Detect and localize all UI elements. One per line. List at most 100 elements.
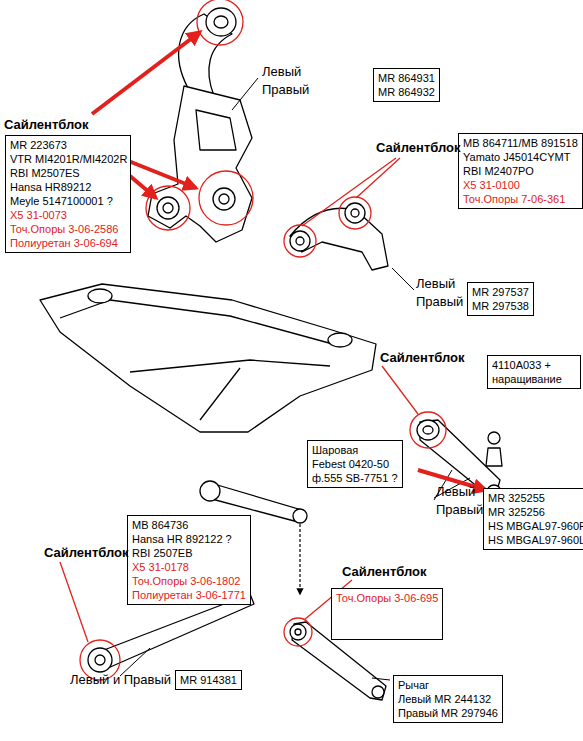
highlight-circle (284, 618, 312, 646)
part-number: ф.555 SB-7751 ? (312, 471, 398, 485)
bushing-core (95, 655, 105, 665)
side-label: Левый и Правый (70, 672, 171, 687)
part-number: Точ.Опоры 3-06-695 (336, 591, 438, 605)
part-number: MR 297538 (472, 299, 529, 313)
bushing (88, 648, 112, 672)
part-name: Сайлентблок (44, 545, 129, 560)
part-number-box: MR 223673VTR MI4201R/MI4202RRBI M2507ESH… (5, 135, 131, 253)
bushing (157, 197, 179, 219)
side-label: Правый (436, 502, 483, 517)
callout-arrow (130, 176, 156, 198)
part-number-box: 4110A033 + наращивание (487, 355, 581, 389)
part-number: MR 864931 (378, 71, 435, 85)
side-label: Правый (262, 82, 309, 97)
bushing-core (351, 209, 359, 217)
part-number: X5 31-0100 (463, 178, 578, 192)
leader-line (356, 158, 400, 198)
leader-line (372, 678, 390, 680)
bushing (200, 481, 220, 501)
part-number: HS MBGAL97-960R (488, 519, 583, 533)
mount (328, 333, 352, 347)
leader-line (232, 78, 258, 110)
upper-arm (179, 14, 232, 96)
bushing (345, 203, 365, 223)
bushing (417, 420, 439, 440)
part-number-box: MR 325255MR 325256HS MBGAL97-960RHS MBGA… (483, 488, 583, 550)
bushing-core (214, 16, 228, 28)
callout-arrow (92, 32, 200, 114)
highlight-circle (410, 412, 446, 448)
part-number: MB 864711/MB 891518 (463, 136, 578, 150)
part-number: HS MBGAL97-960L (488, 533, 583, 547)
bushing-core (219, 194, 229, 204)
part-number-box: Точ.Опоры 3-06-695 (331, 588, 443, 640)
part-number: Рычаг (398, 678, 498, 692)
leader-line (382, 366, 418, 414)
subframe-edge (60, 300, 340, 420)
ball-joint-boot (486, 448, 502, 466)
part-number-box: РычагЛевый MR 244132Правый MR 297946 (393, 675, 503, 723)
leader-line (392, 268, 414, 290)
part-name: Сайлентблок (380, 350, 465, 365)
part-name: Сайлентблок (342, 564, 427, 579)
steering-knuckle (148, 86, 252, 242)
part-number-box: MR 297537MR 297538 (467, 282, 534, 316)
part-number: VTR MI4201R/MI4202R (10, 152, 126, 166)
part-number: Hansa HR89212 (10, 180, 126, 194)
part-number: Правый MR 297946 (398, 706, 498, 720)
leader-line (60, 562, 88, 642)
part-number: 4110A033 + наращивание (492, 358, 576, 386)
part-name: Сайлентблок (376, 140, 461, 155)
part-number: RBI 2507EB (132, 546, 246, 560)
ball-joint-nut (488, 432, 500, 444)
part-number: RBI M2407PO (463, 164, 578, 178)
trailing-link (104, 594, 254, 668)
part-number: MR 223673 (10, 138, 126, 152)
side-label: Левый (416, 276, 455, 291)
part-number: MR 914381 (180, 673, 237, 687)
side-label: Правый (416, 294, 463, 309)
part-number: Левый MR 244132 (398, 692, 498, 706)
leader-line (302, 158, 396, 226)
part-number: X5 31-0178 (132, 560, 246, 574)
bushing (213, 188, 235, 210)
part-number: MR 297537 (472, 285, 529, 299)
part-number: Шаровая (312, 443, 398, 457)
part-number: MR 325256 (488, 505, 583, 519)
knuckle-detail (196, 110, 236, 150)
bushing (290, 231, 310, 251)
part-number: MR 864932 (378, 85, 435, 99)
bushing-core (163, 203, 173, 213)
highlight-circle (339, 197, 371, 229)
part-number-box: MB 864711/MB 891518Yamato J45014CYMTRBI … (458, 133, 583, 209)
direction-arrow (299, 524, 300, 594)
part-number: Meyle 5147100001 ? (10, 194, 126, 208)
highlight-circle (284, 225, 316, 257)
bushing-core (423, 426, 433, 434)
part-number: Полиуретан 3-06-694 (10, 236, 126, 250)
part-name: Сайлентблок (4, 117, 89, 132)
part-number: Hansa HR 892122 ? (132, 532, 246, 546)
part-number-box: ШароваяFebest 0420-50ф.555 SB-7751 ? (307, 440, 403, 488)
part-number: Полиуретан 3-06-1771 (132, 588, 246, 602)
part-number: Точ.Опоры 3-06-1802 (132, 574, 246, 588)
mount (88, 289, 112, 303)
bushing (206, 8, 236, 36)
part-number-box: MB 864736Hansa HR 892122 ?RBI 2507EBX5 3… (127, 515, 251, 605)
highlight-circle (197, 0, 243, 45)
bushing (290, 624, 306, 640)
bushing-core (296, 237, 304, 245)
part-number-box: MR 864931MR 864932 (373, 68, 440, 102)
part-number: Точ.Опоры 3-06-2586 (10, 222, 126, 236)
part-number: Yamato J45014CYMT (463, 150, 578, 164)
part-number: MR 325255 (488, 491, 583, 505)
link-end (372, 686, 384, 698)
part-number-box: MR 914381 (175, 670, 242, 690)
leader-line (120, 648, 150, 676)
side-label: Левый (436, 484, 475, 499)
bushing-core (295, 629, 301, 635)
part-number: MB 864736 (132, 518, 246, 532)
part-number: Febest 0420-50 (312, 457, 398, 471)
highlight-circle (199, 171, 253, 225)
part-number: X5 31-0073 (10, 208, 126, 222)
